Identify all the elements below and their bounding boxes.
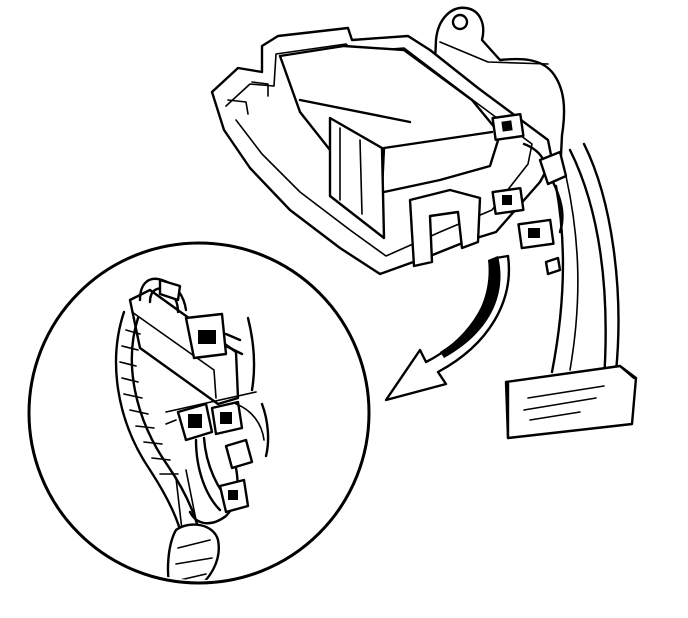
detail-magnifier bbox=[27, 241, 371, 585]
module-housing bbox=[210, 26, 554, 276]
mounting-hole bbox=[451, 13, 469, 31]
pedal bbox=[504, 364, 638, 440]
wiring-harness bbox=[550, 142, 620, 382]
detail-housing-edge bbox=[128, 288, 240, 406]
electrical-connectors bbox=[491, 112, 568, 276]
direction-arrow bbox=[384, 254, 511, 402]
